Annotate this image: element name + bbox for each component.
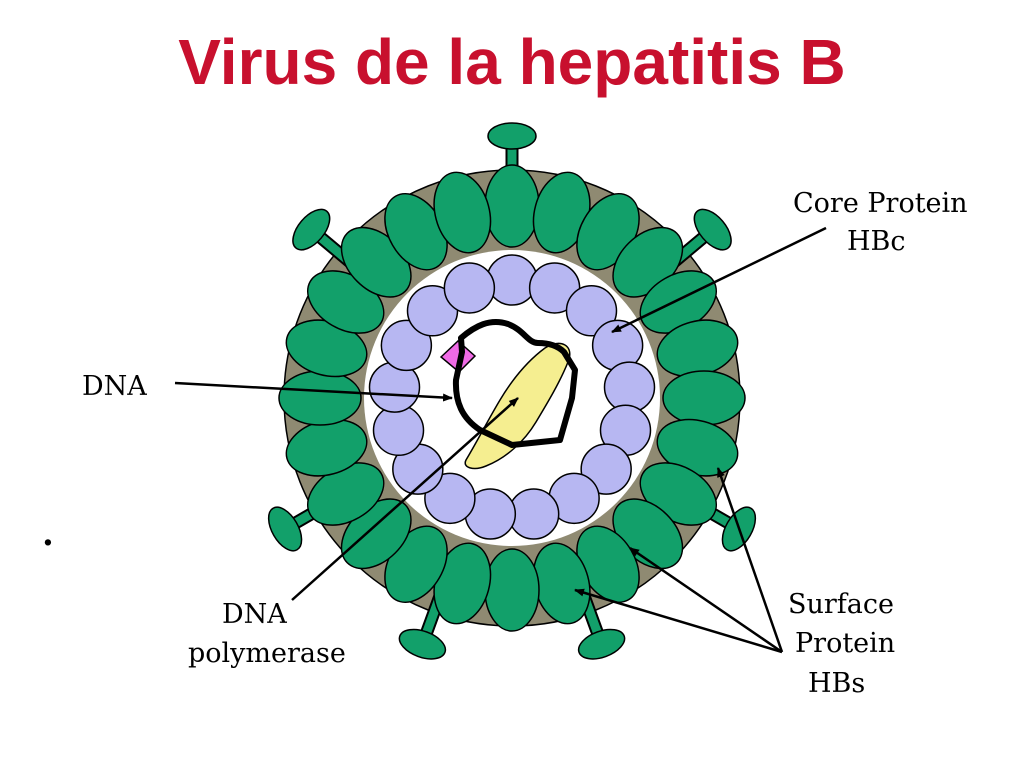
surface-pointer-2	[629, 546, 783, 654]
core-protein-abbrev: HBc	[847, 226, 906, 257]
surface-protein-lobe	[433, 171, 492, 254]
surface-protein-label-1: Surface	[788, 589, 894, 620]
core-protein-ring	[368, 254, 656, 540]
core-protein-subunit	[443, 262, 496, 314]
stray-dot: .	[42, 514, 54, 554]
core-protein-subunit	[372, 404, 425, 457]
dna-genome	[452, 318, 578, 448]
surface-pointer-1	[716, 467, 784, 653]
leader-lines	[174, 226, 827, 654]
surface-protein-label-2: Protein	[795, 628, 895, 659]
core-protein-subunit	[380, 319, 433, 372]
dna-polymerase-label-2: polymerase	[188, 638, 346, 669]
dna-label: DNA	[82, 371, 147, 402]
dna-pointer	[174, 381, 453, 402]
core-protein-subunit	[603, 361, 656, 413]
surface-protein-lobe	[662, 370, 746, 426]
surface-pointer-3	[574, 588, 783, 654]
surface-protein-label-3: HBs	[808, 668, 865, 699]
core-protein-subunit	[565, 285, 618, 337]
core-protein-subunit	[486, 254, 538, 306]
surface-protein-layer	[278, 164, 746, 632]
polymerase-pointer	[291, 397, 519, 601]
surface-protein-lobe	[484, 548, 540, 632]
page-title: Virus de la hepatitis B	[178, 26, 846, 98]
surface-protein-lobe	[278, 370, 362, 426]
core-protein-label: Core Protein	[793, 188, 968, 219]
core-protein-subunit	[507, 488, 560, 540]
core-protein-pointer	[611, 226, 827, 334]
dna-polymerase-label-1: DNA	[222, 599, 287, 630]
surface-protein-lobe	[484, 164, 540, 248]
